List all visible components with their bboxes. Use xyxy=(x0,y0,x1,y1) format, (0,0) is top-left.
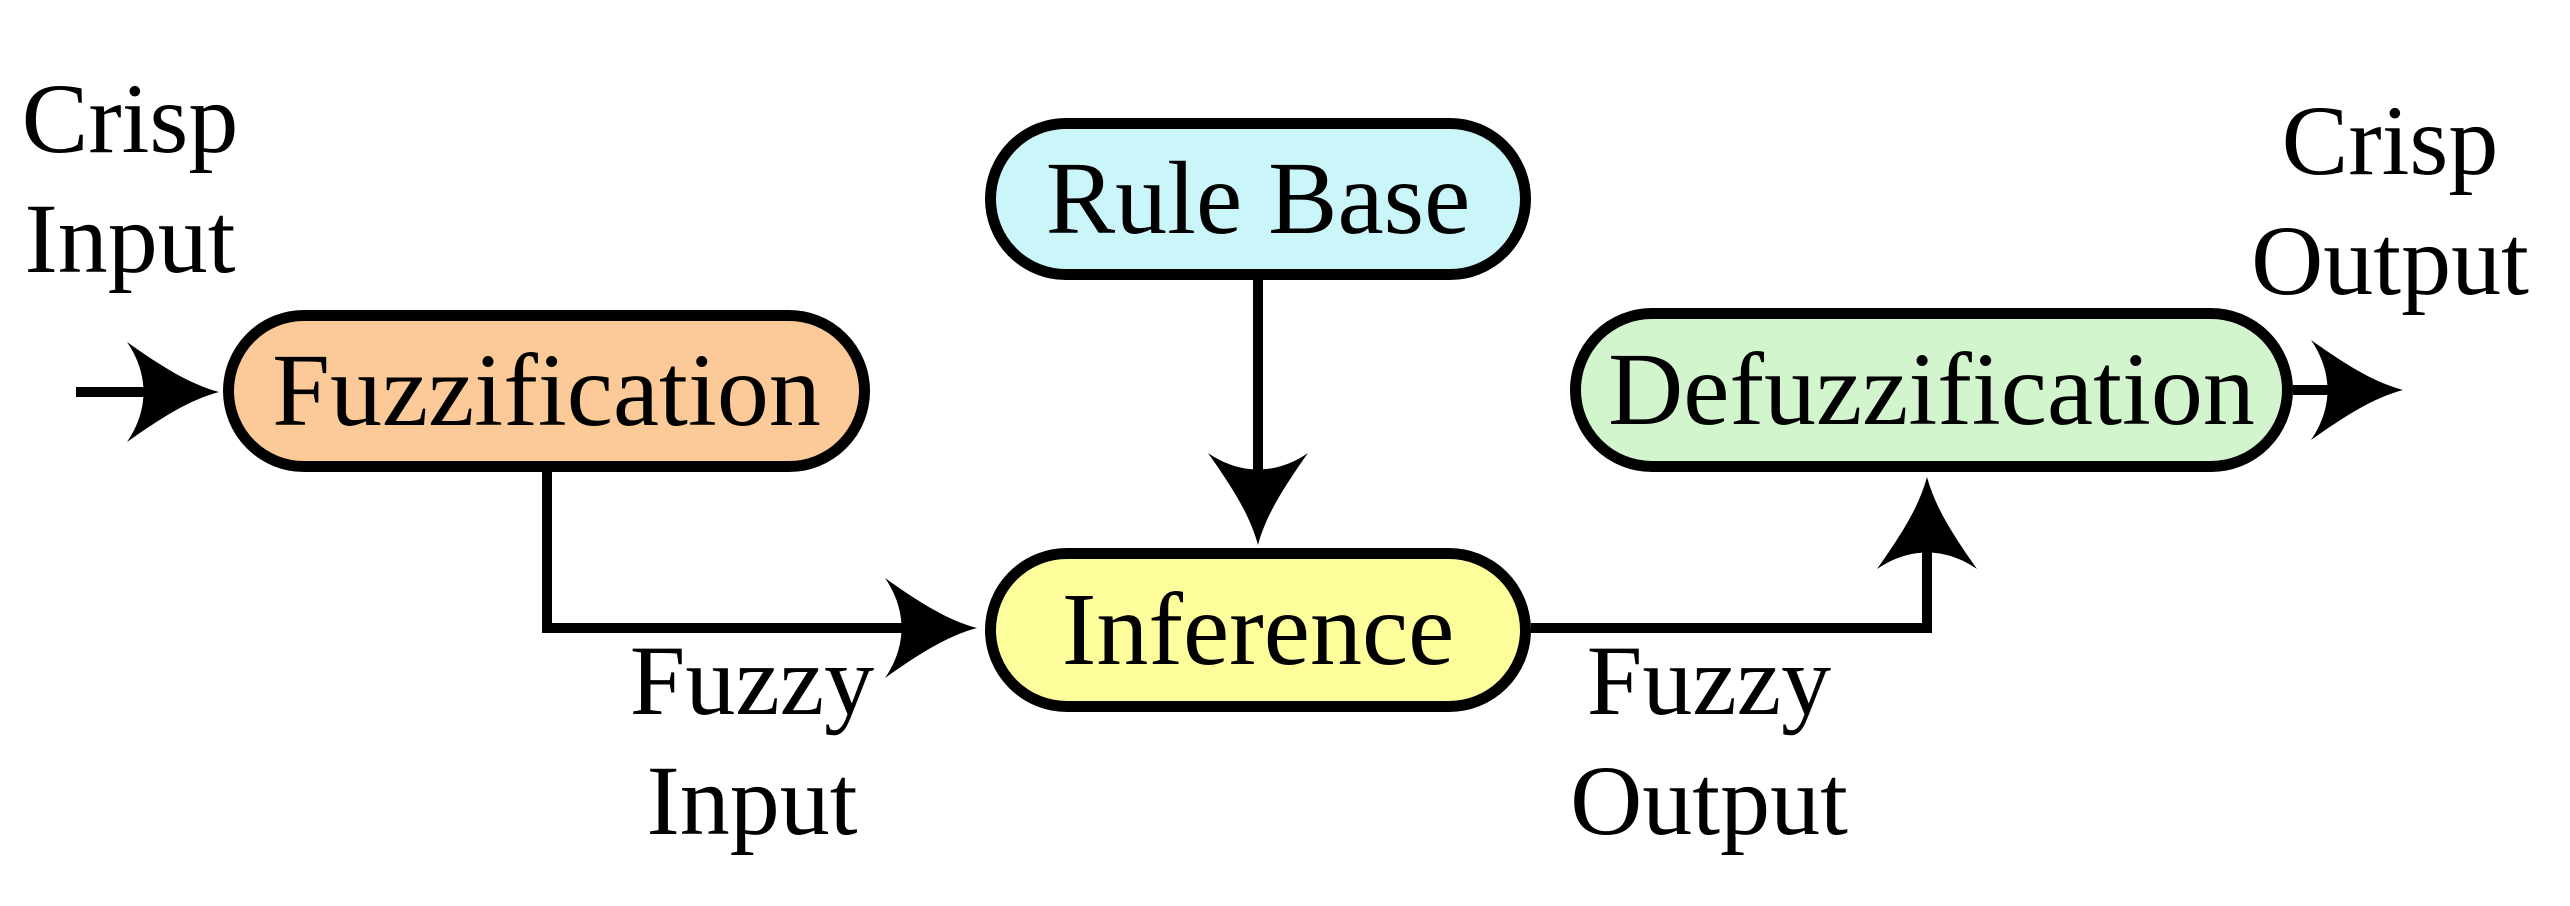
inference-node: Inference xyxy=(985,548,1531,712)
crisp-input-label-line1: Crisp xyxy=(21,63,239,174)
rule-base-arrowhead xyxy=(1208,453,1308,545)
crisp-input-label: Crisp Input xyxy=(0,59,260,299)
fuzzy-input-label-line2: Input xyxy=(646,745,858,856)
fuzzy-input-label: Fuzzy Input xyxy=(592,621,912,861)
fuzzy-output-label-line2: Output xyxy=(1570,745,1848,856)
crisp-output-label: Crisp Output xyxy=(2230,81,2550,321)
crisp-output-label-line1: Crisp xyxy=(2281,85,2499,196)
crisp-input-arrowhead xyxy=(127,342,219,442)
crisp-output-label-line2: Output xyxy=(2251,205,2529,316)
defuzzification-node-label: Defuzzification xyxy=(1608,332,2255,447)
fuzzy-input-label-line1: Fuzzy xyxy=(629,625,875,736)
fuzzy-output-label: Fuzzy Output xyxy=(1549,621,1869,861)
inference-node-label: Inference xyxy=(1061,572,1455,687)
fuzzification-node-label: Fuzzification xyxy=(272,333,821,448)
rule-base-node-label: Rule Base xyxy=(1045,141,1471,256)
rule-base-node: Rule Base xyxy=(985,118,1531,280)
fuzzy-output-arrowhead xyxy=(1877,477,1977,569)
crisp-input-label-line2: Input xyxy=(24,183,236,294)
fuzzy-output-connector xyxy=(1531,549,1932,633)
fuzzification-node: Fuzzification xyxy=(223,310,870,472)
crisp-output-arrowhead xyxy=(2311,340,2403,440)
fuzzy-input-connector xyxy=(542,467,905,633)
defuzzification-node: Defuzzification xyxy=(1570,308,2293,472)
fuzzy-output-label-line1: Fuzzy xyxy=(1586,625,1832,736)
